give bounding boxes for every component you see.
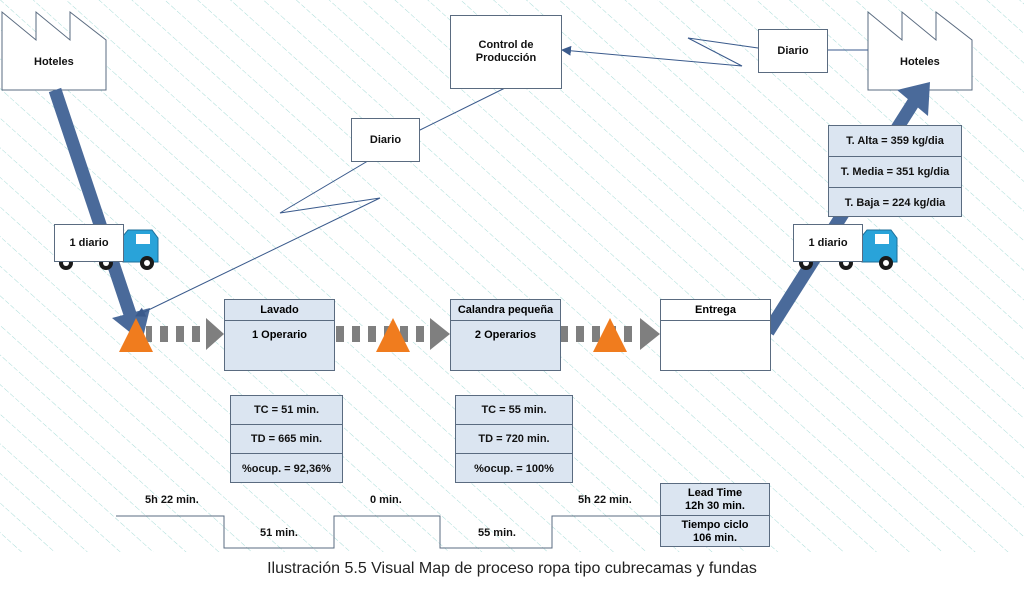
inbound-truck-trailer: 1 diario: [54, 224, 124, 262]
demand-high: T. Alta = 359 kg/dia: [829, 126, 961, 157]
production-control-box: Control de Producción: [450, 15, 562, 89]
supplier-factory-icon: [1, 10, 107, 91]
outbound-truck-trailer: 1 diario: [793, 224, 863, 262]
lead-time-cell: Lead Time 12h 30 min.: [661, 484, 769, 516]
data-box-lavado: TC = 51 min. TD = 665 min. %ocup. = 92,3…: [230, 395, 343, 483]
lead-time-summary: Lead Time 12h 30 min. Tiempo ciclo 106 m…: [660, 483, 770, 547]
push-arrow-2: [334, 318, 450, 350]
available-time: TD = 665 min.: [231, 425, 342, 454]
push-arrow-3: [560, 318, 660, 350]
process-name: Calandra pequeña: [451, 300, 560, 321]
timeline-line: [116, 515, 660, 549]
demand-low: T. Baja = 224 kg/dia: [844, 197, 946, 209]
process-time-1: 51 min.: [260, 527, 298, 539]
cycle-time-value: 106 min.: [692, 531, 738, 544]
utilization: %ocup. = 92,36%: [242, 462, 331, 475]
inventory-triangle-2: [376, 318, 410, 352]
process-operators: 1 Operario: [251, 329, 308, 341]
inventory-triangle-3: [593, 318, 627, 352]
push-arrow-1: [146, 318, 224, 350]
electronic-info-flow-to-lavado: [135, 87, 506, 317]
available-time: TD = 720 min.: [456, 425, 572, 454]
cycle-time-label: Tiempo ciclo: [681, 518, 749, 531]
cycle-time-cell: Tiempo ciclo 106 min.: [661, 516, 769, 547]
process-name: Lavado: [225, 300, 334, 321]
production-control-title-line1: Control de: [478, 39, 534, 51]
utilization: %ocup. = 100%: [474, 462, 554, 475]
customer-demand-box: T. Alta = 359 kg/dia T. Media = 351 kg/d…: [828, 125, 962, 217]
process-operators: 2 Operarios: [474, 329, 537, 341]
customer-order-frequency-box: Diario: [758, 29, 828, 73]
wait-time-1: 5h 22 min.: [145, 494, 199, 506]
process-operators: [661, 321, 770, 349]
figure-caption: Ilustración 5.5 Visual Map de proceso ro…: [267, 560, 757, 577]
process-box-entrega: Entrega: [660, 299, 771, 371]
schedule-frequency-box: Diario: [351, 118, 420, 162]
customer-name: Hoteles: [900, 56, 940, 68]
demand-medium: T. Media = 351 kg/dia: [829, 157, 961, 188]
lead-time-label: Lead Time: [687, 486, 743, 499]
process-box-lavado: Lavado 1 Operario: [224, 299, 335, 371]
process-box-calandra: Calandra pequeña 2 Operarios: [450, 299, 561, 371]
process-name: Entrega: [661, 300, 770, 321]
wait-time-3: 5h 22 min.: [578, 494, 632, 506]
production-control-title-line2: Producción: [475, 52, 537, 64]
supplier-name: Hoteles: [34, 56, 74, 68]
electronic-info-flow-to-control: [561, 37, 759, 67]
process-time-2: 55 min.: [478, 527, 516, 539]
cycle-time: TC = 51 min.: [231, 396, 342, 425]
lead-time-value: 12h 30 min.: [685, 499, 745, 512]
customer-factory-icon: [867, 10, 973, 91]
inventory-triangle-1: [119, 318, 153, 352]
cycle-time: TC = 55 min.: [456, 396, 572, 425]
data-box-calandra: TC = 55 min. TD = 720 min. %ocup. = 100%: [455, 395, 573, 483]
wait-time-2: 0 min.: [370, 494, 402, 506]
